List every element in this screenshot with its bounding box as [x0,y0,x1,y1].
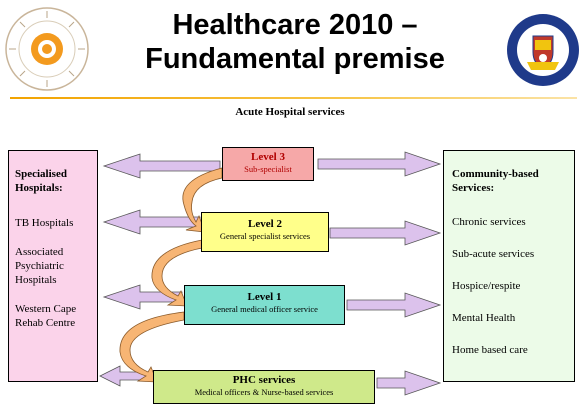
level-description: General medical officer service [211,304,318,314]
community-services-heading: Community-based Services: [452,167,566,195]
title-line-1: Healthcare 2010 – [172,9,418,41]
diagram-subtitle: Acute Hospital services [235,106,345,118]
heading-line: Community-based [452,168,539,180]
arrow-level2-to-community [329,220,442,246]
specialised-hospitals-box: Specialised Hospitals: TB Hospitals Asso… [8,150,98,382]
level-2-box: Level 2 General specialist services [201,212,329,252]
list-item: Hospice/respite [452,280,521,292]
arrow-phc-to-specialised [99,365,153,387]
level-name: Level 2 [248,218,282,230]
title-line-2: Fundamental premise [145,43,445,75]
list-item: Mental Health [452,312,516,324]
level-description: Medical officers & Nurse-based services [194,387,334,397]
arrow-level3-to-community [317,151,442,177]
level-name: Level 1 [247,291,282,303]
level-name: Level 3 [251,151,285,163]
community-services-box: Community-based Services: Chronic servic… [443,150,575,382]
arrow-level2-to-specialised [102,209,201,235]
list-item: Home based care [452,344,528,356]
arrow-level3-to-specialised [102,153,221,179]
arrow-phc-to-community [376,370,442,396]
level-name: PHC services [232,374,296,386]
phc-services-box: PHC services Medical officers & Nurse-ba… [153,370,375,404]
list-item: TB Hospitals [15,217,74,229]
list-item: Sub-acute services [452,248,535,260]
heading-line: Services: [452,182,495,194]
western-cape-crest-logo-right [507,14,579,86]
level-1-box: Level 1 General medical officer service [184,285,345,325]
level-description: Sub-specialist [244,164,292,174]
arrow-level1-to-community [346,292,442,318]
list-item: Chronic services [452,216,526,228]
list-item: Associated [15,246,64,258]
level-description: General specialist services [219,231,311,241]
list-item: Hospitals [15,274,57,286]
heading-line: Specialised [15,168,67,180]
heading-line: Hospitals: [15,182,63,194]
list-item: Rehab Centre [15,317,76,329]
list-item: Western Cape [15,303,77,315]
slide-title: Healthcare 2010 – Fundamental premise [120,8,470,76]
level-3-box: Level 3 Sub-specialist [222,147,314,181]
title-divider [10,97,577,99]
western-cape-logo-left [5,7,89,91]
list-item: Psychiatric [15,260,64,272]
specialised-hospitals-heading: Specialised Hospitals: [15,167,91,195]
